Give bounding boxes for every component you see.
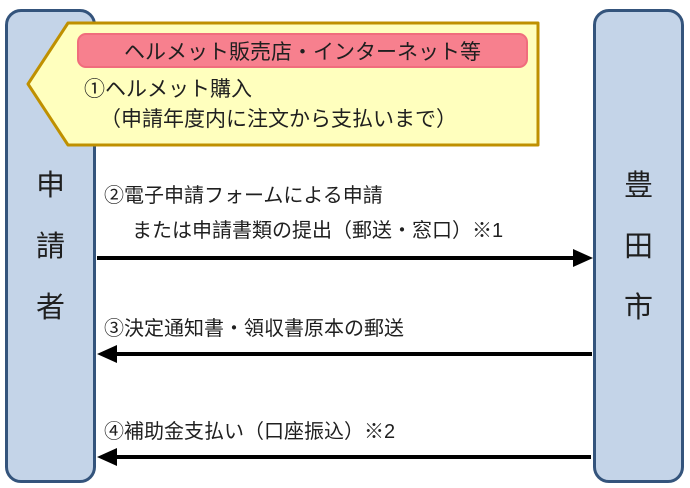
actor-label-city: 豊 田 市 xyxy=(596,156,681,339)
arrow-right-icon xyxy=(573,249,593,267)
actor-label-char: 請 xyxy=(35,231,65,263)
actor-label-char: 申 xyxy=(35,170,65,202)
callout-step1-text: ①ヘルメット購入 xyxy=(84,78,252,101)
actor-label-char: 市 xyxy=(623,292,653,324)
callout-step1-note: （申請年度内に注文から支払いまで） xyxy=(100,108,457,131)
actor-label-applicant: 申 請 者 xyxy=(8,156,93,339)
flow-step2-arrow-line xyxy=(97,256,573,260)
flow-step3-arrow-line xyxy=(117,352,592,356)
actor-label-char: 豊 xyxy=(623,170,653,202)
actor-label-char: 田 xyxy=(623,231,653,263)
callout-header-seller: ヘルメット販売店・インターネット等 xyxy=(77,33,528,68)
flow-step3-label: ③決定通知書・領収書原本の郵送 xyxy=(104,318,404,340)
flow-step4-arrow-line xyxy=(117,455,591,459)
arrow-left-icon xyxy=(97,448,117,466)
flow-step2-label-line2: または申請書類の提出（郵送・窓口）※1 xyxy=(132,220,504,242)
arrow-left-icon xyxy=(97,345,117,363)
actor-label-char: 者 xyxy=(35,292,65,324)
flow-step2-label-line1: ②電子申請フォームによる申請 xyxy=(104,185,383,207)
actor-box-city: 豊 田 市 xyxy=(593,9,684,483)
flow-step4-label: ④補助金支払い（口座振込）※2 xyxy=(104,421,396,443)
